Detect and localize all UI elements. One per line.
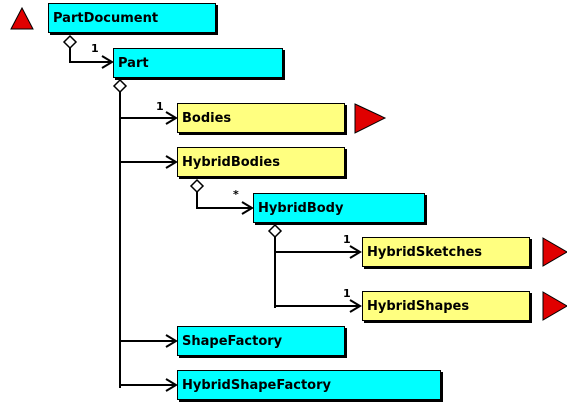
aggregation-diamonds (62, 34, 283, 239)
expand-up-triangle-icon[interactable] (10, 6, 34, 30)
hybridbody-node[interactable]: HybridBody (253, 193, 425, 223)
bodies-node[interactable]: Bodies (177, 103, 345, 133)
red-markers (10, 6, 567, 321)
hybridshapes-expand-triangle-icon[interactable] (542, 291, 567, 321)
multiplicity-hybridbody: * (233, 188, 239, 201)
arrowheads (101, 55, 362, 392)
arrowhead-hybridbody (241, 201, 254, 215)
hybridshapes-node[interactable]: HybridShapes (362, 291, 530, 321)
connectors (69, 45, 358, 388)
arrowhead-hybridshapefactory (165, 378, 178, 392)
hybridshapefactory-node[interactable]: HybridShapeFactory (177, 370, 441, 400)
connector-hybridbodies-hybridbody (196, 190, 250, 209)
partdocument-node[interactable]: PartDocument (48, 3, 216, 33)
diamond-partdocument-icon (62, 34, 78, 50)
bodies-expand-triangle-icon[interactable] (354, 103, 387, 134)
connector-partdocument-part (69, 45, 110, 63)
multiplicity-bodies: 1 (156, 100, 164, 113)
arrowhead-bodies (165, 111, 178, 125)
diamond-hybridbody-icon (267, 223, 283, 239)
arrowhead-hybridshapes (349, 299, 362, 313)
hybridsketches-expand-triangle-icon[interactable] (542, 237, 567, 267)
multiplicity-hybridshapes: 1 (343, 287, 351, 300)
arrowhead-hybridsketches (349, 245, 362, 259)
multiplicity-part: 1 (91, 42, 99, 55)
arrowhead-part (101, 55, 114, 69)
diamond-part-icon (112, 78, 128, 94)
arrowhead-hybridbodies (165, 155, 178, 169)
arrowhead-shapefactory (165, 334, 178, 348)
part-node[interactable]: Part (113, 48, 283, 78)
shapefactory-node[interactable]: ShapeFactory (177, 326, 345, 356)
hybridsketches-node[interactable]: HybridSketches (362, 237, 530, 267)
multiplicity-hybridsketches: 1 (343, 233, 351, 246)
diamond-hybridbodies-icon (189, 178, 205, 194)
hybridbodies-node[interactable]: HybridBodies (177, 147, 345, 177)
